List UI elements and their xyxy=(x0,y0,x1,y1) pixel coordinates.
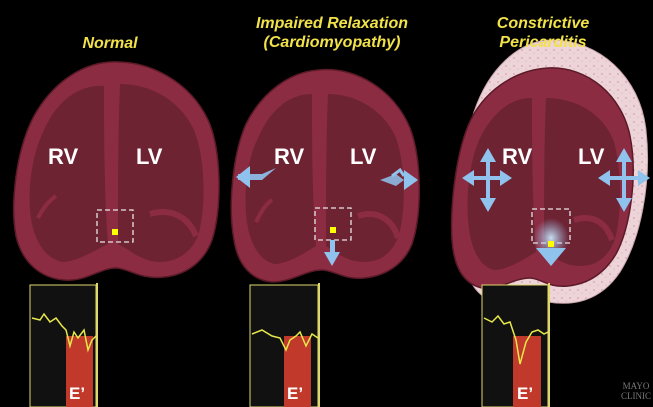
title-impaired-line2: (Cardiomyopathy) xyxy=(232,33,432,52)
title-constrictive-pericarditis: Constrictive Pericarditis xyxy=(468,14,618,52)
title-constrictive-line2: Pericarditis xyxy=(468,33,618,52)
rv-label-constrictive: RV xyxy=(502,146,532,168)
doppler-inset-normal xyxy=(30,283,98,407)
mayo-clinic-watermark: MAYO CLINIC xyxy=(621,381,651,401)
heart-impaired-relaxation xyxy=(231,70,419,282)
lv-label-constrictive: LV xyxy=(578,146,604,168)
doppler-inset-constrictive xyxy=(482,283,550,407)
doppler-inset-impaired xyxy=(250,283,320,407)
lv-label-impaired: LV xyxy=(350,146,376,168)
title-normal: Normal xyxy=(50,34,170,53)
e-prime-label-constrictive: E’ xyxy=(517,385,533,402)
e-prime-label-impaired: E’ xyxy=(287,385,303,402)
title-constrictive-line1: Constrictive xyxy=(468,14,618,33)
title-impaired-relaxation: Impaired Relaxation (Cardiomyopathy) xyxy=(232,14,432,52)
heart-normal xyxy=(14,62,219,280)
watermark-line2: CLINIC xyxy=(621,391,651,401)
lv-label-normal: LV xyxy=(136,146,162,168)
title-impaired-line1: Impaired Relaxation xyxy=(232,14,432,33)
watermark-line1: MAYO xyxy=(621,381,651,391)
heart-constrictive-pericarditis xyxy=(452,40,650,303)
rv-label-impaired: RV xyxy=(274,146,304,168)
rv-label-normal: RV xyxy=(48,146,78,168)
e-prime-label-normal: E’ xyxy=(69,385,85,402)
